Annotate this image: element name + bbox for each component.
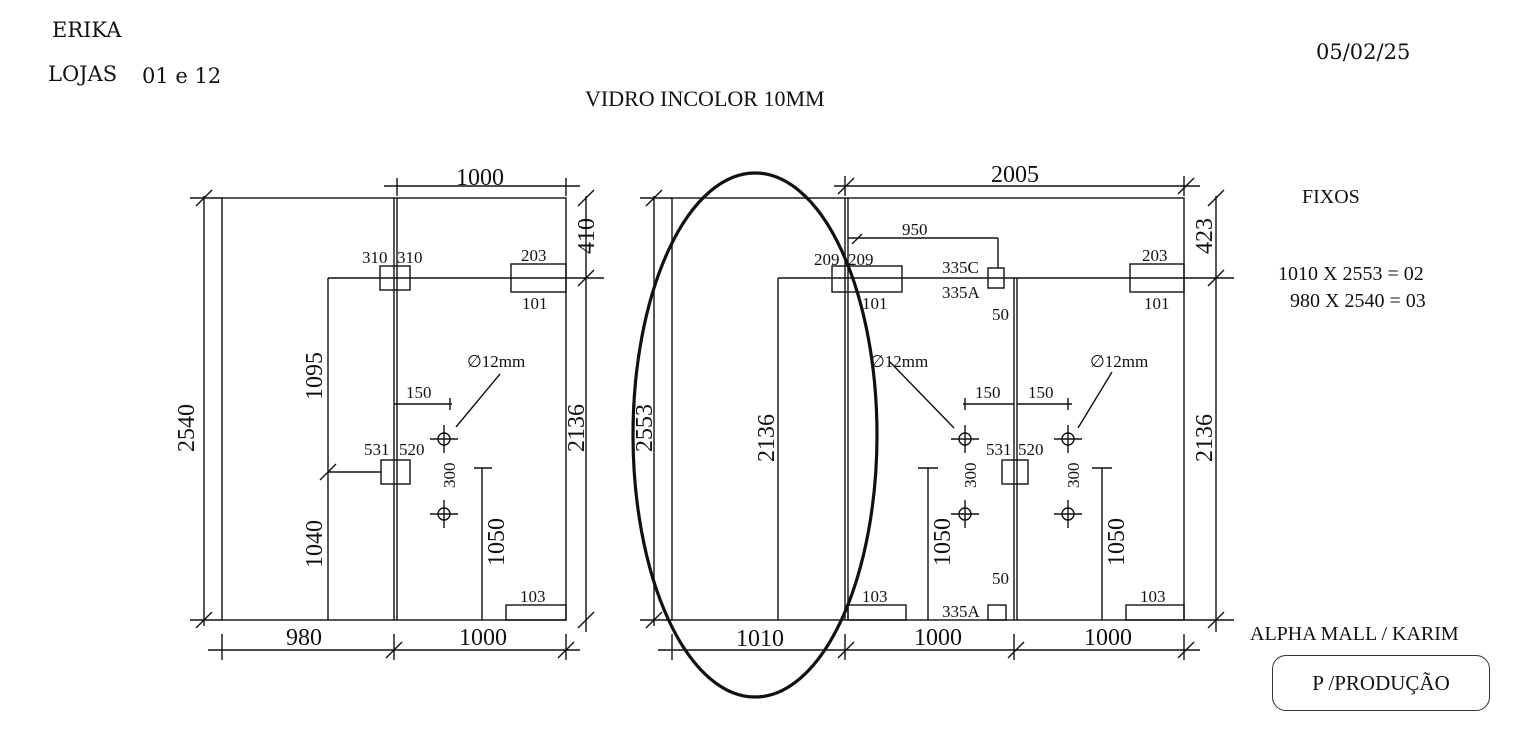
right-hole-spacing-right: 300 xyxy=(1064,463,1083,489)
right-bottom-mid: 1000 xyxy=(914,625,962,651)
left-mid-patch-l: 531 xyxy=(364,440,390,459)
right-patch-under: 101 xyxy=(862,294,888,313)
right-inner-height: 2136 xyxy=(754,414,780,462)
production-stamp: P /PRODUÇÃO xyxy=(1272,655,1490,711)
right-top-width: 2005 xyxy=(991,162,1039,188)
right-patch-335a-top: 335A xyxy=(942,283,981,302)
right-patch-right: 209 xyxy=(848,250,874,269)
left-handle-height: 1050 xyxy=(484,518,510,566)
fixed-title: FIXOS xyxy=(1302,186,1360,208)
right-mid-patch-l: 531 xyxy=(986,440,1012,459)
left-top-patch xyxy=(379,265,411,291)
right-bottom-left: 1010 xyxy=(736,626,784,652)
left-frame xyxy=(190,178,604,660)
client-name: ERIKA xyxy=(52,18,122,42)
right-hole-offset-left: 150 xyxy=(975,383,1001,402)
left-bottom-left: 980 xyxy=(286,625,322,651)
right-handle-left: 1050 xyxy=(930,518,956,566)
left-lock-lower: 1040 xyxy=(302,520,328,568)
right-corner-bottom-left xyxy=(847,604,907,621)
right-height-total: 2553 xyxy=(632,404,658,452)
right-patch-left: 209 xyxy=(814,250,840,269)
project-name: ALPHA MALL / KARIM xyxy=(1250,623,1459,645)
right-handle-right: 1050 xyxy=(1104,518,1130,566)
right-gap-top: 50 xyxy=(992,305,1009,324)
left-height-total: 2540 xyxy=(174,404,200,452)
right-patch-335c xyxy=(987,267,1005,289)
right-right-height: 2136 xyxy=(1192,414,1218,462)
right-patch-209 xyxy=(831,265,903,293)
left-top-patch-l: 310 xyxy=(362,248,388,267)
right-bottom-right: 1000 xyxy=(1084,625,1132,651)
drawing-title: VIDRO INCOLOR 10MM xyxy=(585,86,825,111)
right-corner-top-label: 203 xyxy=(1142,246,1168,265)
right-mid-patch-r: 520 xyxy=(1018,440,1044,459)
left-hole-spacing: 300 xyxy=(440,463,459,489)
fixed-item-2: 980 X 2540 = 03 xyxy=(1290,290,1426,312)
right-hole-spacing-left: 300 xyxy=(961,463,980,489)
left-corner-bottom xyxy=(505,604,567,621)
right-frame xyxy=(640,176,1234,660)
right-hole-left-diameter: ∅12mm xyxy=(870,352,928,371)
left-hole-offset: 150 xyxy=(406,383,432,402)
right-corner-top-under: 101 xyxy=(1144,294,1170,313)
right-corner-bottom-right xyxy=(1125,604,1185,621)
left-hole-diameter: ∅12mm xyxy=(467,352,525,371)
date: 05/02/25 xyxy=(1316,40,1411,64)
left-lock-upper: 1095 xyxy=(302,352,328,400)
highlight-ellipse xyxy=(631,171,879,699)
left-corner-bottom-label: 103 xyxy=(520,587,546,606)
right-hole-right-diameter: ∅12mm xyxy=(1090,352,1148,371)
production-stamp-label: P /PRODUÇÃO xyxy=(1312,670,1450,695)
left-top-width: 1000 xyxy=(456,165,504,191)
right-top-right: 423 xyxy=(1192,218,1218,254)
stores-label: LOJAS xyxy=(48,62,118,86)
right-hole-offset-right: 150 xyxy=(1028,383,1054,402)
right-mid-patch xyxy=(1001,459,1029,485)
left-corner-top-label: 203 xyxy=(521,246,547,265)
left-mid-patch-r: 520 xyxy=(399,440,425,459)
fixed-item-1: 1010 X 2553 = 02 xyxy=(1278,263,1424,285)
left-top-patch-r: 310 xyxy=(397,248,423,267)
right-corner-bottom-left-label: 103 xyxy=(862,587,888,606)
right-top-offset: 950 xyxy=(902,220,928,239)
left-corner-top-under: 101 xyxy=(522,294,548,313)
left-top-right: 410 xyxy=(574,218,600,254)
stores-value: 01 e 12 xyxy=(142,64,222,88)
left-bottom-right: 1000 xyxy=(459,625,507,651)
right-bottom-patch xyxy=(987,604,1007,621)
right-gap-bottom: 50 xyxy=(992,569,1009,588)
right-corner-bottom-right-label: 103 xyxy=(1140,587,1166,606)
left-right-height: 2136 xyxy=(564,404,590,452)
right-patch-335a-bottom: 335A xyxy=(942,602,981,621)
left-mid-patch xyxy=(380,459,411,485)
right-patch-335c: 335C xyxy=(942,258,979,277)
